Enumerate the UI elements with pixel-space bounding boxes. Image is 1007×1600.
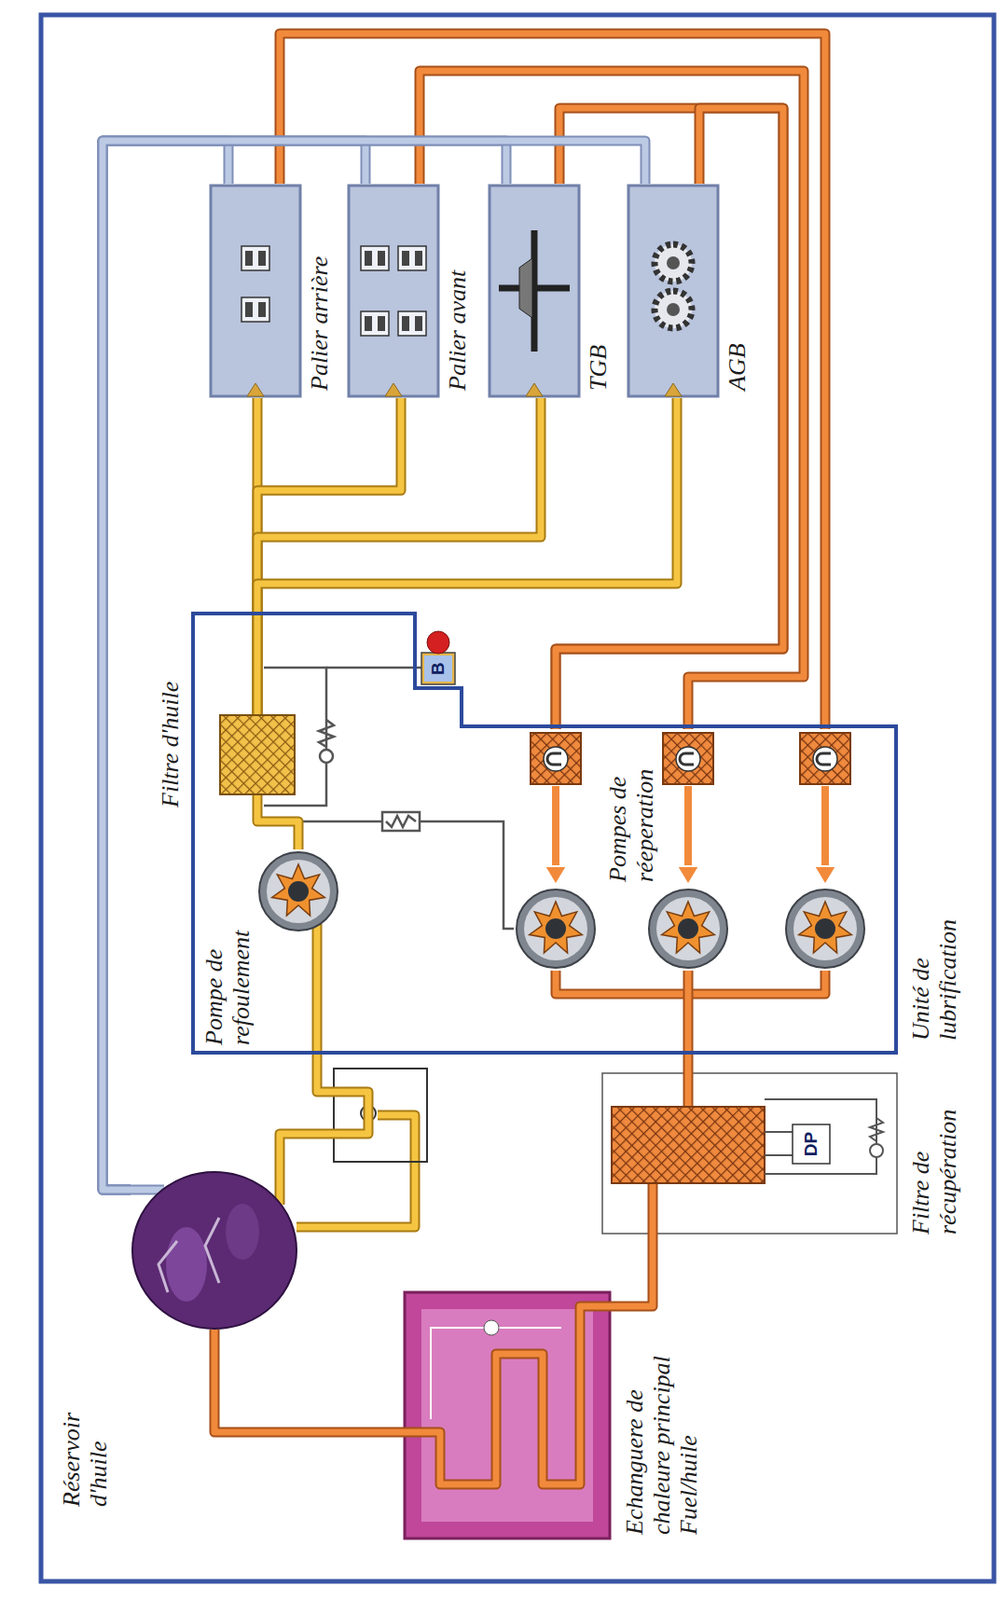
- node-label: Palier arrière: [305, 110, 333, 391]
- reservoir-shape: [130, 1171, 299, 1330]
- scavenge-pumps-shape: [522, 729, 872, 971]
- regulating-valve: [333, 1068, 428, 1162]
- node-label: TGB: [584, 110, 612, 391]
- lubrication-unit: Unité de lubrificationFiltre d'huilePomp…: [191, 611, 898, 1055]
- bearing-box-shape: [208, 183, 303, 399]
- pipe-connector: [611, 1234, 653, 1307]
- bearing-box: AGB: [626, 183, 720, 399]
- oil-reservoir: Réservoir d'huile: [130, 1171, 299, 1330]
- pipe-connector: [257, 398, 541, 715]
- pipe-connector: [214, 1329, 403, 1433]
- pipe-connector: [102, 140, 646, 1190]
- pipe-connector: [555, 108, 784, 730]
- heat-exchanger-shape: [402, 1290, 612, 1541]
- node-label: Filtre de récupération: [907, 1048, 962, 1235]
- pipe-connector: [279, 1045, 369, 1172]
- node-label: Unité de lubrification: [907, 854, 962, 1041]
- node-label: Filtre d'huile: [156, 630, 184, 808]
- node-label: Palier avant: [443, 110, 471, 391]
- bearing-box-shape: [346, 183, 441, 399]
- pressure-pump: Pompe de refoulement: [200, 849, 345, 1046]
- pipe-connector: [555, 108, 784, 730]
- pipe-connector: [419, 70, 804, 730]
- oil-filter: Filtre d'huile: [219, 714, 296, 796]
- gerotor-pump: [648, 889, 728, 968]
- node-label: Réservoir d'huile: [57, 1357, 112, 1507]
- gerotor-pump: [516, 889, 595, 968]
- pipe-connector: [688, 970, 690, 1073]
- heat-exchanger: Echanguere de chaleure principal Fuel/hu…: [402, 1290, 612, 1541]
- node-label: Echanguere de chaleure principal Fuel/hu…: [620, 1334, 703, 1535]
- gerotor-pump: [786, 889, 865, 968]
- bypass-indicator: [421, 631, 456, 685]
- node-label: Pompe de refoulement: [200, 914, 255, 1046]
- pipe-connector: [257, 795, 299, 850]
- node-label: Pompes de réeperation: [604, 723, 659, 883]
- bearing-box: TGB: [487, 183, 581, 399]
- node-label: AGB: [723, 110, 751, 391]
- scavenge-filter-shape: [601, 1072, 898, 1235]
- unit-outline: [191, 611, 898, 1055]
- bearing-box: Palier avant: [346, 183, 441, 399]
- bearing-box-shape: [487, 183, 581, 399]
- bearing-box-shape: [626, 183, 720, 399]
- frame: [41, 14, 994, 1582]
- indicator-letter: B: [425, 656, 452, 681]
- pipe-connector: [257, 398, 401, 715]
- filter-element: [219, 714, 296, 796]
- bearing-box: Palier arrière: [208, 183, 303, 399]
- scavenge-pumps: Pompes de réeperation: [522, 729, 872, 971]
- pressure-switch-label: DP: [792, 1124, 830, 1164]
- pipe-connector: [257, 398, 677, 715]
- scavenge-filter: Filtre de récupération: [601, 1072, 898, 1235]
- gerotor-pump: [259, 852, 338, 931]
